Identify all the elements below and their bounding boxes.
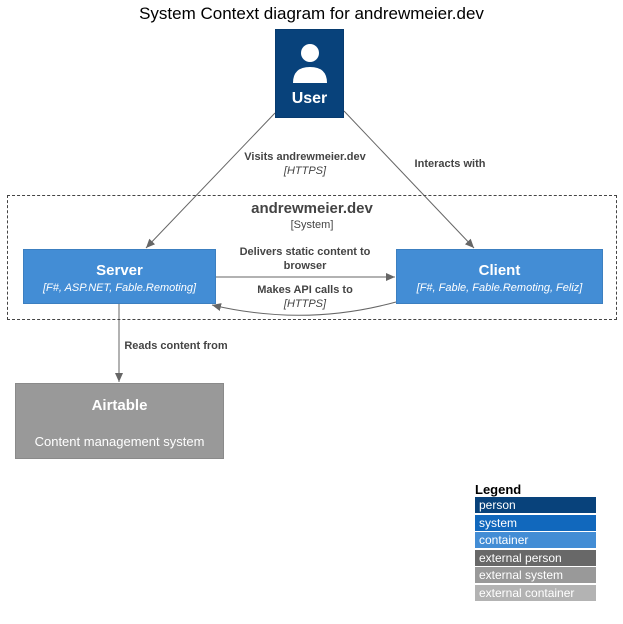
system-boundary-tag: [System]: [290, 219, 334, 231]
client-container: Client [F#, Fable, Fable.Remoting, Feliz…: [396, 249, 603, 304]
relation-interacts-text: Interacts with: [414, 158, 486, 170]
relation-reads-text: Reads content from: [124, 340, 228, 352]
relation-visits-protocol: [HTTPS]: [283, 165, 327, 177]
client-name: Client: [478, 262, 521, 279]
server-name: Server: [96, 262, 143, 279]
airtable-external-system: Airtable Content management system: [15, 383, 224, 459]
user-name: User: [291, 90, 328, 107]
arrow-client-to-server: [211, 301, 397, 316]
relation-label-interacts: Interacts with: [405, 157, 495, 171]
relation-label-reads: Reads content from: [118, 339, 234, 353]
relation-label-visits: Visits andrewmeier.dev [HTTPS]: [228, 150, 382, 178]
relation-label-delivers: Delivers static content to browser: [225, 245, 385, 273]
relation-delivers-line2: browser: [283, 260, 327, 272]
diagram-title: System Context diagram for andrewmeier.d…: [139, 4, 484, 23]
legend-item-system: system: [475, 514, 596, 531]
airtable-description: Content management system: [34, 434, 205, 449]
legend-title: Legend: [475, 482, 522, 497]
system-boundary-title: andrewmeier.dev: [251, 200, 373, 217]
relation-visits-text: Visits andrewmeier.dev: [244, 151, 366, 163]
server-container: Server [F#, ASP.NET, Fable.Remoting]: [23, 249, 216, 304]
legend-item-external-system: external system: [475, 567, 596, 584]
airtable-name: Airtable: [91, 397, 148, 414]
arrow-user-to-client: [343, 110, 475, 249]
legend-item-container: container: [475, 532, 596, 549]
client-tech: [F#, Fable, Fable.Remoting, Feliz]: [416, 282, 583, 294]
relation-api-protocol: [HTTPS]: [283, 298, 327, 310]
arrow-user-to-server: [145, 112, 276, 249]
legend: Legend person system container external …: [475, 482, 596, 603]
legend-item-external-container: external container: [475, 584, 596, 601]
system-boundary: [7, 195, 617, 320]
relation-label-api: Makes API calls to [HTTPS]: [238, 283, 372, 311]
server-tech: [F#, ASP.NET, Fable.Remoting]: [42, 282, 197, 294]
legend-item-person: person: [475, 497, 596, 513]
relation-delivers-line1: Delivers static content to: [239, 246, 371, 258]
person-icon: [293, 44, 327, 83]
legend-items: person system container external person …: [475, 497, 596, 601]
user-person: User: [275, 29, 344, 118]
legend-item-external-person: external person: [475, 549, 596, 566]
relation-api-text: Makes API calls to: [257, 284, 353, 296]
